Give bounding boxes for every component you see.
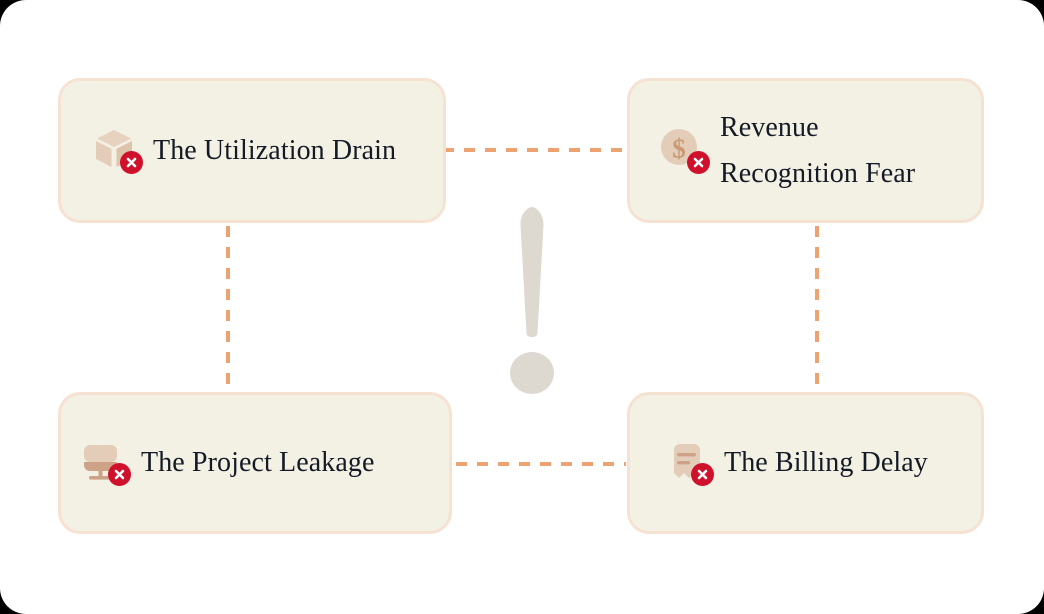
card-label-revenue-recognition-fear: Revenue Recognition Fear [720, 112, 916, 189]
connector-left-vertical [226, 226, 230, 389]
card-utilization-drain[interactable]: The Utilization Drain [58, 78, 446, 223]
monitor-icon [79, 438, 131, 486]
card-label-project-leakage: The Project Leakage [141, 447, 375, 479]
svg-text:$: $ [672, 133, 686, 163]
card-project-leakage[interactable]: The Project Leakage [58, 392, 452, 534]
error-x-badge [120, 150, 143, 174]
dollar-coin-icon: $ [658, 126, 710, 174]
connector-right-vertical [815, 226, 819, 389]
error-x-badge [687, 150, 710, 174]
connector-bottom-horizontal [456, 462, 626, 466]
receipt-icon [662, 438, 714, 486]
card-billing-delay[interactable]: The Billing Delay [627, 392, 984, 534]
card-label-utilization-drain: The Utilization Drain [153, 134, 397, 166]
card-revenue-recognition-fear[interactable]: $ Revenue Recognition Fear [627, 78, 984, 223]
connector-top-horizontal [443, 148, 625, 152]
error-x-badge [108, 463, 131, 486]
error-x-badge [691, 463, 714, 486]
card-label-billing-delay: The Billing Delay [724, 447, 928, 479]
box-icon [91, 126, 143, 174]
exclamation-mark-icon [506, 205, 558, 395]
